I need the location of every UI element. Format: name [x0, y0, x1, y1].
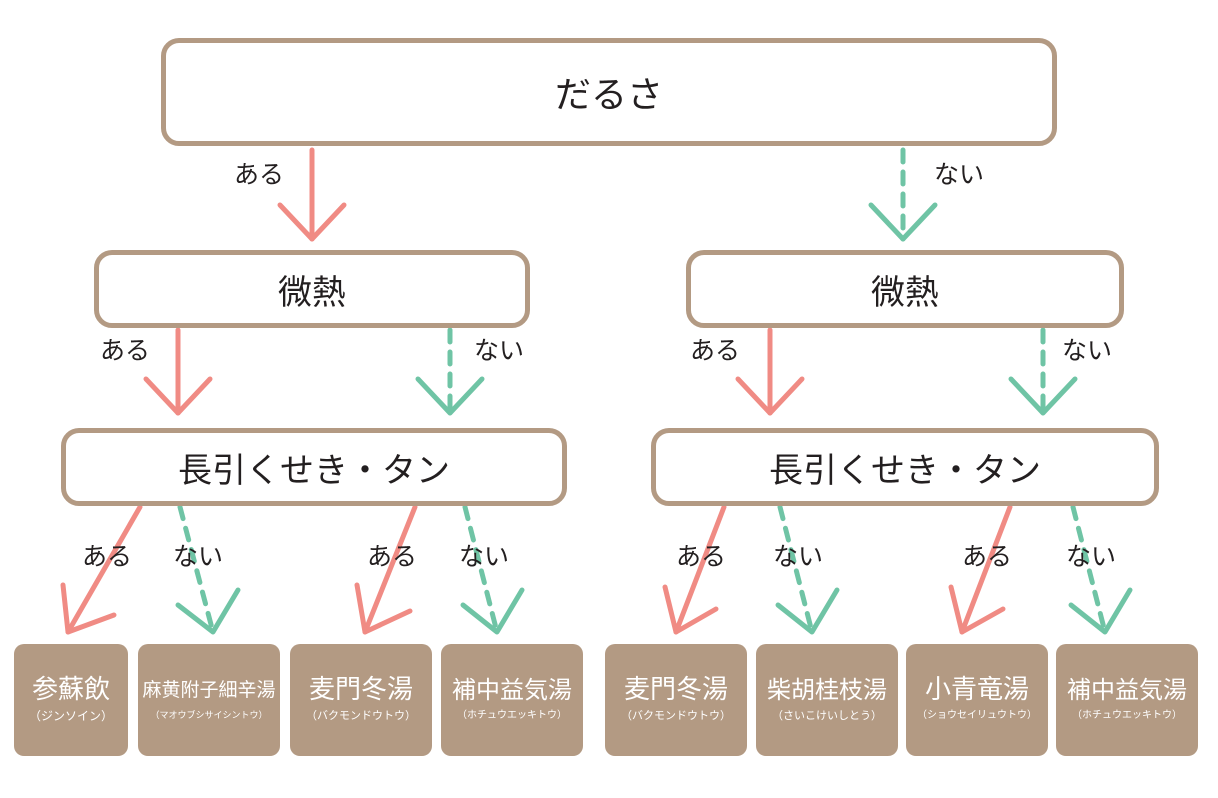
answer-label-no: ない: [1066, 542, 1117, 571]
remedy-box: 柴胡桂枝湯 （さいこけいしとう）: [756, 644, 898, 756]
node-low-fever-right: 微熱: [686, 250, 1124, 328]
remedy-reading: （ショウセイリュウトウ）: [917, 710, 1037, 721]
answer-label-no: ない: [934, 160, 985, 189]
node-label: 長引くせき・タン: [178, 450, 450, 491]
arrow-yes: [354, 504, 418, 635]
arrow-yes: [662, 504, 727, 635]
answer-label-no: ない: [459, 542, 510, 571]
remedy-reading: （マオウブシサイシントウ）: [150, 711, 268, 721]
arrow-no: [415, 327, 485, 416]
remedy-box: 麦門冬湯 （バクモンドウトウ）: [290, 644, 432, 756]
remedy-box: 参蘇飲 （ジンソイン）: [14, 644, 128, 756]
remedy-reading: （ホチュウエッキトウ）: [1072, 710, 1182, 721]
answer-label-yes: ある: [690, 336, 741, 365]
answer-label-yes: ある: [367, 542, 418, 571]
answer-label-yes: ある: [676, 542, 727, 571]
remedy-name: 小青竜湯: [924, 675, 1029, 705]
remedy-box: 補中益気湯 （ホチュウエッキトウ）: [1056, 644, 1198, 756]
answer-label-yes: ある: [234, 160, 285, 189]
arrow-yes: [143, 327, 213, 416]
node-persistent-cough-right: 長引くせき・タン: [651, 428, 1159, 506]
remedy-box: 小青竜湯 （ショウセイリュウトウ）: [906, 644, 1048, 756]
remedy-box: 麻黄附子細辛湯 （マオウブシサイシントウ）: [138, 644, 280, 756]
node-low-fever-left: 微熱: [94, 250, 530, 328]
answer-label-yes: ある: [962, 542, 1013, 571]
arrow-no: [1008, 327, 1078, 416]
arrow-yes: [948, 504, 1013, 635]
remedy-name: 麦門冬湯: [308, 675, 413, 705]
remedy-box: 補中益気湯 （ホチュウエッキトウ）: [441, 644, 583, 756]
node-label: 微熱: [278, 272, 346, 313]
answer-label-no: ない: [173, 542, 224, 571]
remedy-box: 麦門冬湯 （バクモンドウトウ）: [605, 644, 747, 756]
remedy-reading: （ホチュウエッキトウ）: [457, 710, 567, 721]
arrow-no: [868, 147, 938, 242]
remedy-name: 麦門冬湯: [623, 675, 728, 705]
node-label: 微熱: [871, 272, 939, 313]
answer-label-no: ない: [474, 336, 525, 365]
answer-label-yes: ある: [82, 542, 133, 571]
root-node-fatigue: だるさ: [161, 38, 1057, 146]
remedy-reading: （さいこけいしとう）: [772, 709, 882, 722]
arrow-yes: [277, 147, 347, 242]
remedy-name: 麻黄附子細辛湯: [142, 679, 276, 701]
remedy-reading: （ジンソイン）: [28, 709, 113, 723]
arrow-no: [175, 504, 241, 635]
remedy-name: 補中益気湯: [452, 676, 572, 704]
remedy-name: 参蘇飲: [31, 675, 110, 705]
arrow-no: [460, 504, 525, 635]
arrow-no: [775, 504, 840, 635]
answer-label-no: ない: [1062, 336, 1113, 365]
remedy-name: 柴胡桂枝湯: [767, 676, 887, 704]
arrow-yes: [735, 327, 805, 416]
answer-label-yes: ある: [100, 336, 151, 365]
remedy-reading: （バクモンドウトウ）: [306, 709, 416, 722]
root-node-label: だるさ: [554, 75, 663, 116]
remedy-reading: （バクモンドウトウ）: [621, 709, 731, 722]
arrow-yes: [60, 504, 143, 635]
remedy-name: 補中益気湯: [1067, 676, 1187, 704]
arrow-no: [1068, 504, 1133, 635]
node-persistent-cough-left: 長引くせき・タン: [61, 428, 567, 506]
answer-label-no: ない: [773, 542, 824, 571]
node-label: 長引くせき・タン: [769, 450, 1041, 491]
